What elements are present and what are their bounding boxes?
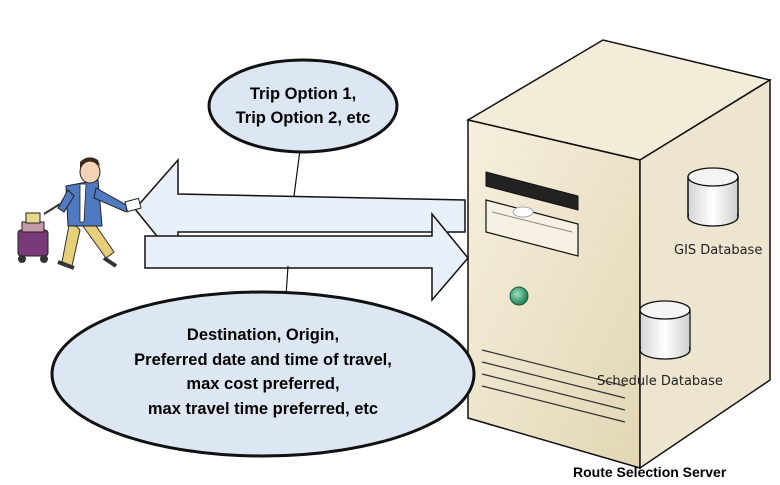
traveler-icon — [17, 157, 142, 270]
response-line-2: Trip Option 2, etc — [235, 109, 371, 127]
request-arrow — [144, 211, 469, 303]
response-bubble-text: Trip Option 1, Trip Option 2, etc — [213, 82, 393, 130]
server-caption: Route Selection Server — [573, 464, 727, 480]
database-icon — [639, 300, 691, 360]
response-connector — [293, 149, 301, 197]
request-bubble — [50, 290, 476, 458]
schedule-database-label: Schedule Database — [597, 374, 723, 389]
database-icon — [687, 167, 739, 227]
request-line-2: Preferred date and time of travel, — [134, 350, 392, 369]
gis-database-label: GIS Database — [674, 243, 763, 258]
request-line-3: max cost preferred, — [186, 375, 340, 393]
request-line-1: Destination, Origin, — [186, 326, 340, 344]
response-bubble — [207, 58, 399, 154]
request-bubble-text: Destination, Origin, Preferred date and … — [63, 323, 463, 421]
request-line-4: max travel time preferred, etc — [147, 399, 379, 418]
response-line-1: Trip Option 1, — [249, 85, 357, 103]
